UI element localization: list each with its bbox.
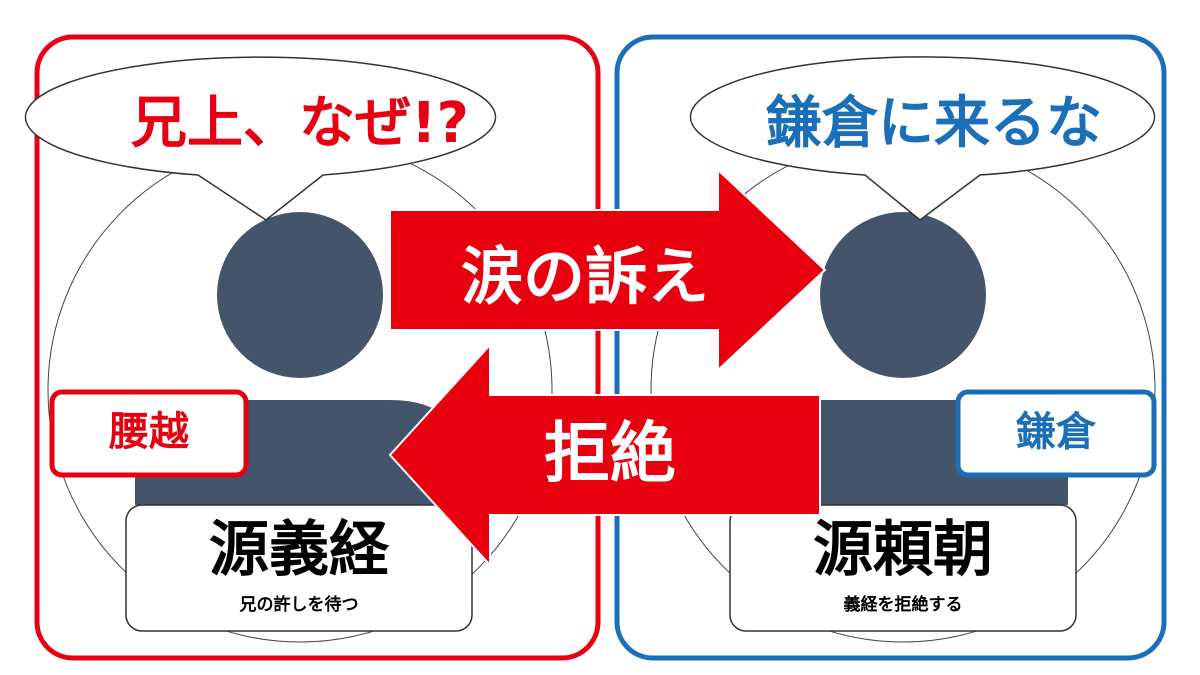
right-panel xyxy=(614,34,1167,661)
right-speech-text: 鎌倉に来るな xyxy=(766,91,1102,156)
left-name-card xyxy=(125,504,473,632)
right-person-caption: 義経を拒絶する xyxy=(843,595,963,615)
arrow-right xyxy=(389,167,827,373)
left-speech-text: 兄上、なぜ!? xyxy=(130,91,470,156)
right-person-name: 源頼朝 xyxy=(813,515,993,585)
left-panel xyxy=(24,34,601,661)
right-speech-bubble xyxy=(689,56,1156,221)
left-person-head-icon xyxy=(217,212,383,378)
right-location-label: 鎌倉 xyxy=(1016,409,1096,455)
arrow-left xyxy=(388,342,821,568)
arrow-left-label: 拒絶 xyxy=(544,415,676,492)
left-location-tag xyxy=(49,389,249,478)
right-panel-frame xyxy=(614,34,1167,661)
left-speech-bubble xyxy=(24,56,497,221)
right-person-head-icon xyxy=(820,212,986,378)
right-location-tag xyxy=(955,389,1157,478)
left-panel-frame xyxy=(34,34,601,661)
left-location-label: 腰越 xyxy=(109,409,189,455)
arrow-right-label: 涙の訴え xyxy=(460,240,709,313)
left-person-name: 源義経 xyxy=(209,515,389,585)
right-name-card xyxy=(729,504,1077,632)
left-person-caption: 兄の許しを待つ xyxy=(239,595,359,615)
